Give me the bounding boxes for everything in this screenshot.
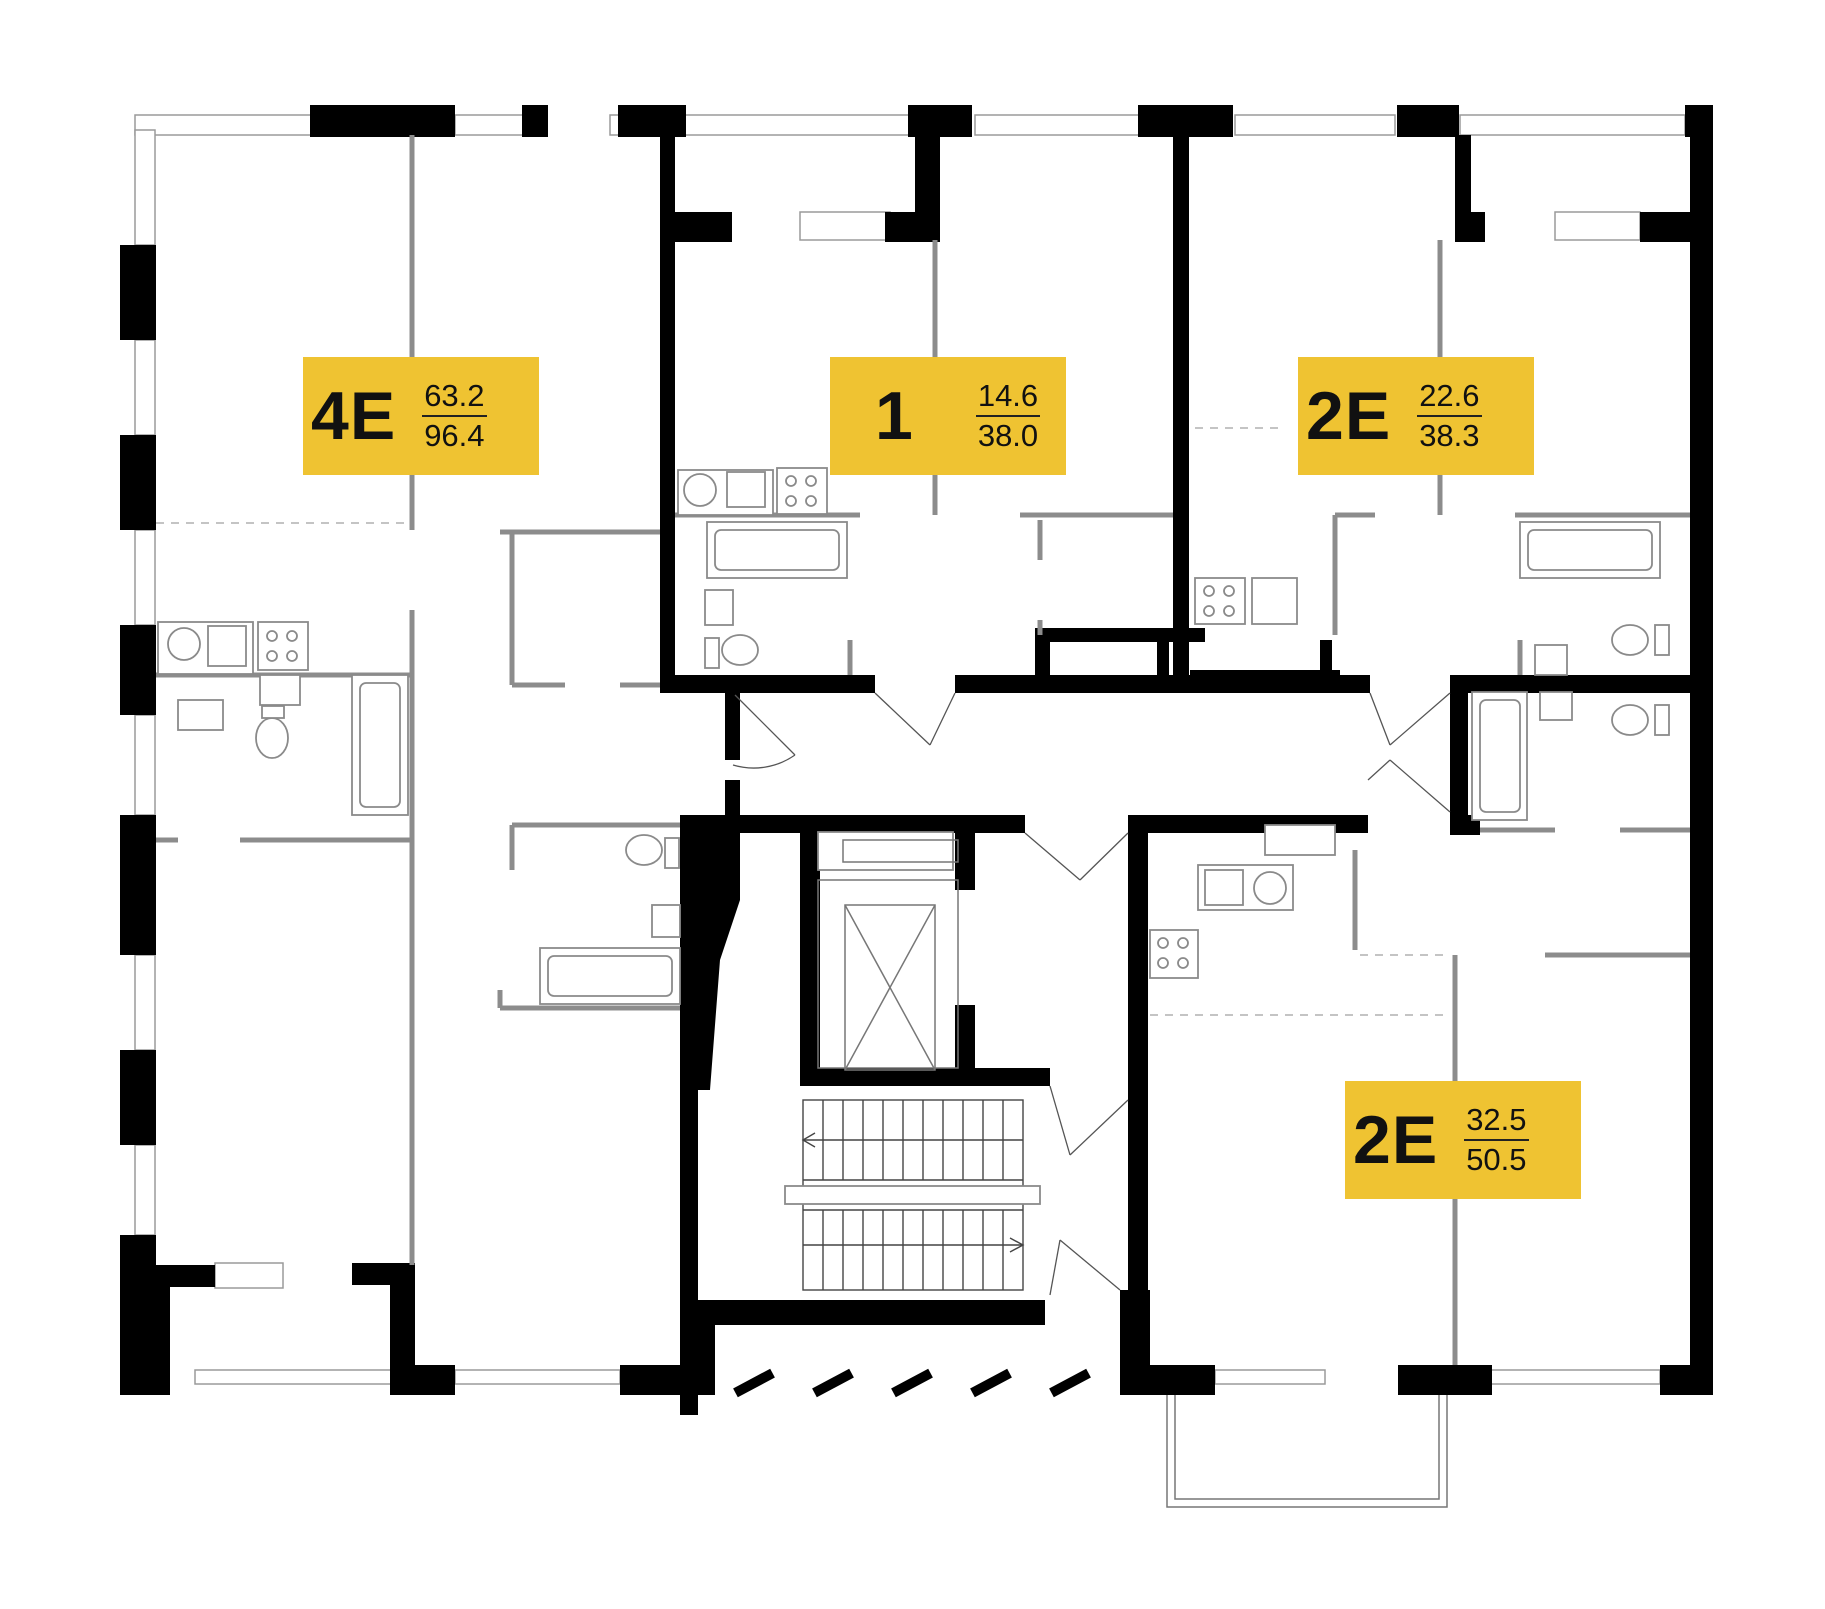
- sink-icon: [177, 674, 301, 731]
- balcony-icon: [1166, 1392, 1448, 1508]
- sink-icon: [1534, 644, 1568, 676]
- toilet-icon: [704, 634, 759, 669]
- toilet-icon: [1611, 704, 1670, 736]
- apartment-label-4e[interactable]: 4E 63.2 96.4: [303, 357, 539, 475]
- bathtub-icon: [706, 521, 848, 579]
- toilet-icon: [625, 834, 680, 869]
- living-area: 63.2: [422, 379, 487, 417]
- sink-icon: [704, 589, 734, 626]
- apartment-type: 2E: [1306, 378, 1392, 454]
- walls: [120, 105, 1713, 1415]
- stove-icon: [776, 467, 828, 515]
- living-area: 22.6: [1417, 379, 1482, 417]
- door-swing-icon: [1024, 832, 1129, 881]
- doors: [732, 692, 1451, 1296]
- door-swing-icon: [1367, 759, 1451, 813]
- living-area: 32.5: [1464, 1103, 1529, 1141]
- toilet-icon: [255, 705, 289, 759]
- elevator-icon: [817, 824, 1336, 1071]
- apartment-areas: 14.6 38.0: [975, 379, 1041, 453]
- sink-icon: [157, 621, 254, 675]
- bathtub-icon: [1471, 691, 1528, 821]
- zone-lines: [156, 427, 1450, 1016]
- stove-icon: [1149, 929, 1199, 979]
- door-swing-icon: [1049, 1085, 1129, 1156]
- toilet-icon: [1611, 624, 1670, 656]
- windows: [134, 114, 1686, 1385]
- total-area: 38.3: [1419, 417, 1480, 453]
- living-area: 14.6: [975, 379, 1041, 417]
- apartment-type: 2E: [1353, 1102, 1439, 1178]
- door-swing-icon: [874, 692, 956, 746]
- apartment-label-2e-bottom[interactable]: 2E 32.5 50.5: [1345, 1081, 1581, 1199]
- apartment-areas: 63.2 96.4: [422, 379, 487, 453]
- apartment-type: 4E: [311, 378, 397, 454]
- total-area: 96.4: [424, 417, 485, 453]
- apartment-type: 1: [875, 378, 914, 454]
- sink-icon: [677, 469, 774, 516]
- apartment-label-1[interactable]: 1 14.6 38.0: [830, 357, 1066, 475]
- fixtures: [157, 467, 1670, 1005]
- total-area: 50.5: [1466, 1141, 1527, 1177]
- door-swing-icon: [1369, 692, 1451, 746]
- apartment-areas: 22.6 38.3: [1417, 379, 1482, 453]
- sink-icon: [651, 904, 681, 938]
- sink-icon: [1539, 691, 1573, 721]
- bathtub-icon: [539, 947, 681, 1005]
- apartment-label-2e-top[interactable]: 2E 22.6 38.3: [1298, 357, 1534, 475]
- sink-icon: [1251, 577, 1298, 625]
- bathtub-icon: [1519, 521, 1661, 579]
- total-area: 38.0: [977, 417, 1039, 453]
- staircase-icon: [784, 1099, 1041, 1291]
- stove-icon: [257, 621, 309, 671]
- door-swing-icon: [732, 694, 796, 769]
- apartment-areas: 32.5 50.5: [1464, 1103, 1529, 1177]
- door-swing-icon: [1049, 1239, 1121, 1296]
- stove-icon: [1194, 577, 1246, 625]
- bathtub-icon: [351, 674, 409, 816]
- sink-icon: [1197, 864, 1294, 911]
